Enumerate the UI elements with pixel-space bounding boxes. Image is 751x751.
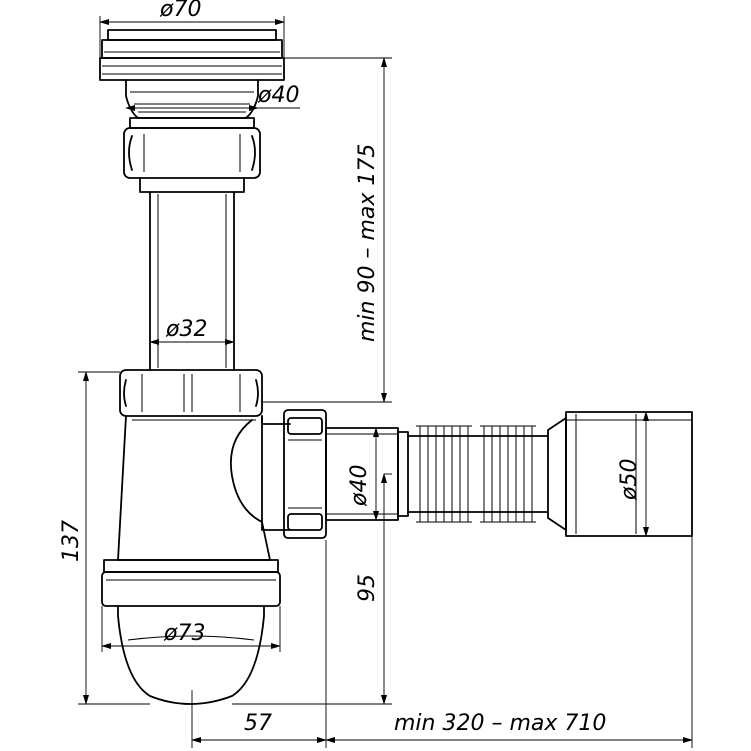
drain-flange	[99, 29, 285, 129]
corrugated-hose	[407, 425, 549, 523]
label-d32: ø32	[165, 317, 207, 342]
label-d70: ø70	[159, 0, 201, 22]
outlet-pipe	[547, 411, 693, 537]
label-d73: ø73	[163, 621, 205, 646]
bottom-cup	[101, 559, 281, 705]
siphon-body	[117, 415, 291, 561]
lower-nut	[119, 369, 263, 417]
upper-nut	[123, 127, 261, 193]
vertical-pipe	[149, 191, 235, 371]
label-range-length: min 320 – max 710	[394, 711, 606, 736]
label-d50: ø50	[617, 459, 642, 501]
label-57: 57	[244, 711, 272, 736]
label-d40-top: ø40	[257, 83, 299, 108]
dimension-lines	[78, 16, 693, 748]
label-range-height: min 90 – max 175	[355, 144, 380, 342]
outlet-nut	[283, 409, 409, 539]
label-95: 95	[355, 574, 380, 602]
label-137: 137	[59, 520, 84, 562]
label-d40-side: ø40	[347, 465, 372, 507]
